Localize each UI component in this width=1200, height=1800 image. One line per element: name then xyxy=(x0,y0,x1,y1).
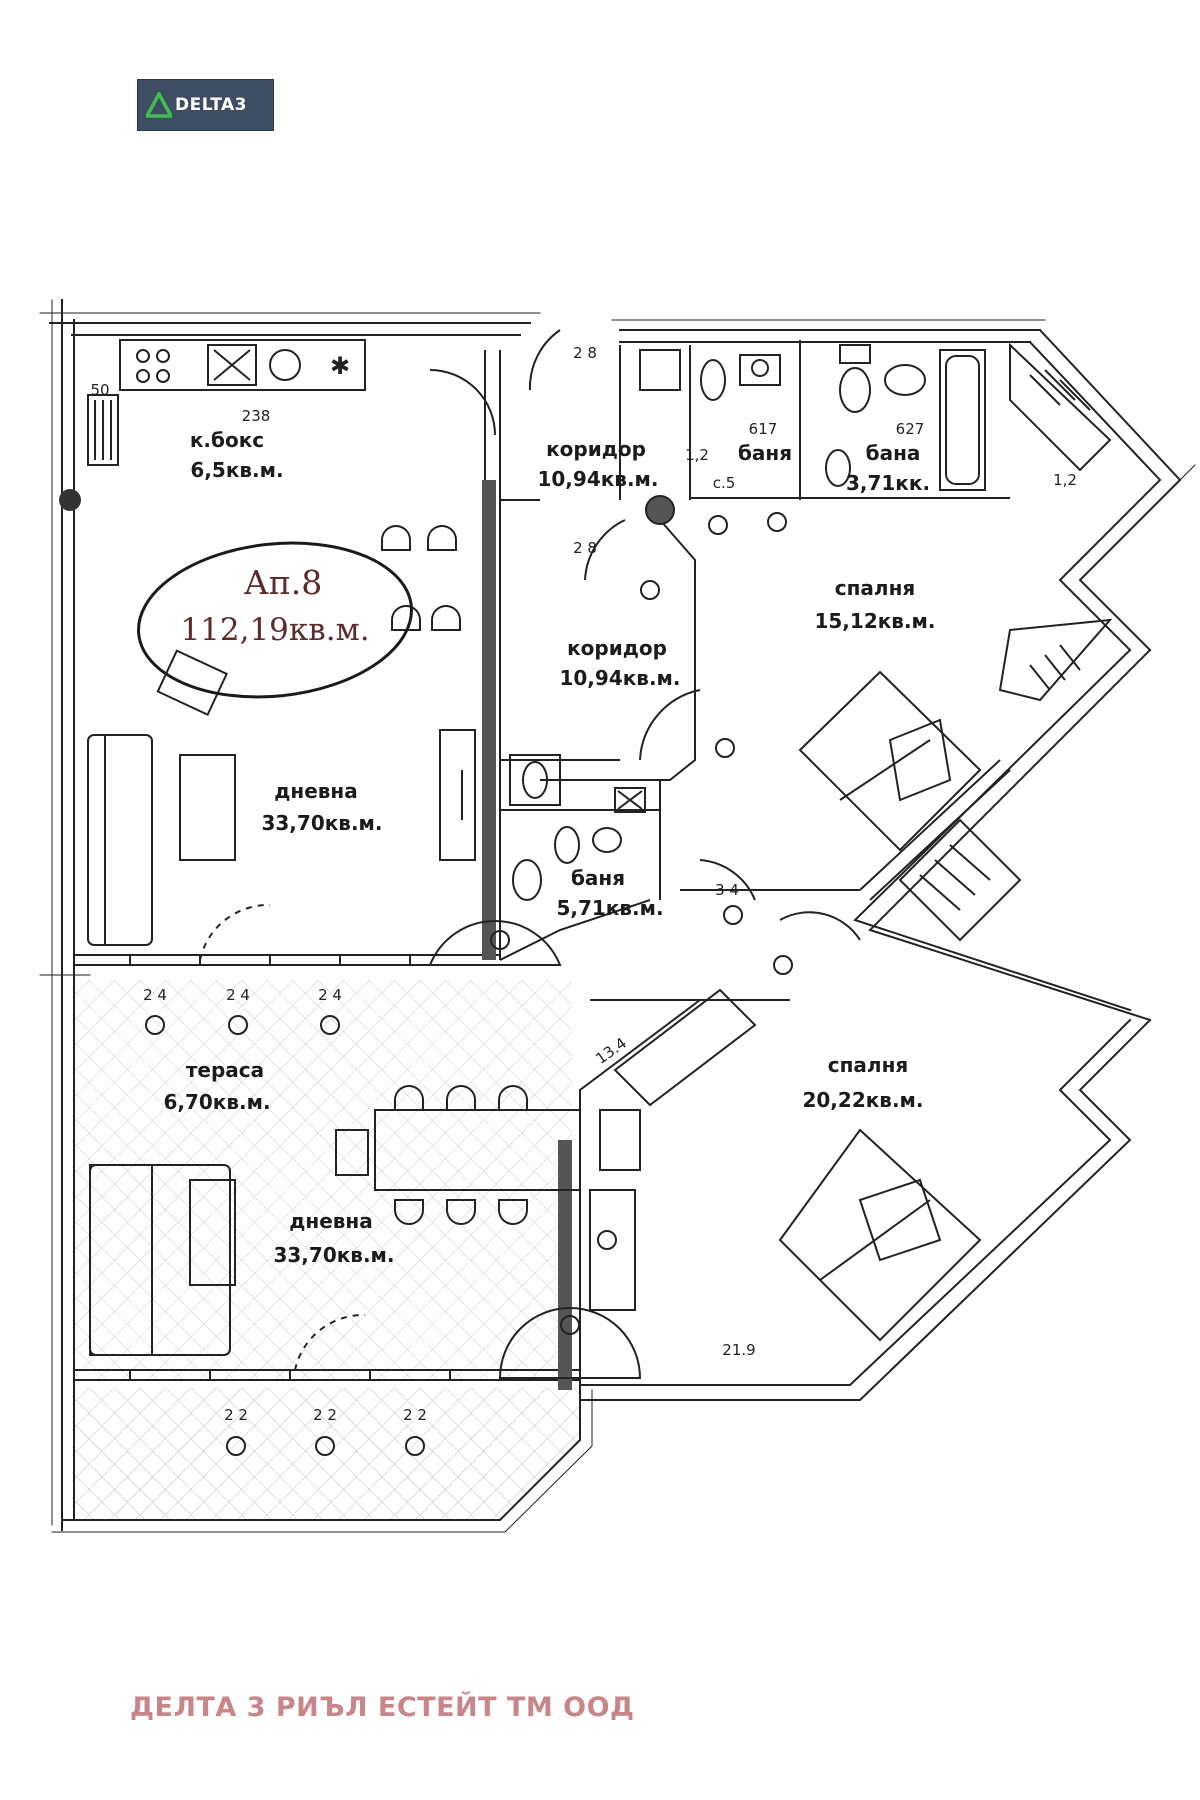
apartment-title: Ап.8 xyxy=(244,563,322,602)
bath-right-area: 3,71кк. xyxy=(846,471,930,495)
dim-28b: 2 8 xyxy=(573,539,597,557)
dim-34: 3 4 xyxy=(715,881,739,899)
bed-top xyxy=(798,670,982,852)
living-top-name: дневна xyxy=(274,779,358,803)
corridor-mid-name: коридор xyxy=(567,636,667,660)
corridor-mid-area: 10,94кв.м. xyxy=(559,666,680,690)
doors xyxy=(199,329,861,1379)
dim-c5: c.5 xyxy=(713,474,736,492)
dim-24b: 2 4 xyxy=(226,986,250,1004)
dim-50: 50 xyxy=(90,381,109,399)
corridor-top-area: 10,94кв.м. xyxy=(537,467,658,491)
apartment-area: 112,19кв.м. xyxy=(180,612,369,648)
bar-stools xyxy=(381,525,461,631)
dim-12b: 1,2 xyxy=(1053,471,1077,489)
corridor-top-name: коридор xyxy=(546,437,646,461)
room-labels: к.бокс 6,5кв.м. коридор 10,94кв.м. баня … xyxy=(163,428,935,1267)
ceiling-lights xyxy=(145,512,793,1456)
bath-mid-name: баня xyxy=(571,866,625,890)
dim-22b: 2 2 xyxy=(313,1406,337,1424)
living-bottom-area: 33,70кв.м. xyxy=(273,1243,394,1267)
column-left xyxy=(59,489,81,511)
dim-22a: 2 2 xyxy=(224,1406,248,1424)
terrace-area-label: 6,70кв.м. xyxy=(163,1090,270,1114)
dim-24c: 2 4 xyxy=(318,986,342,1004)
bath-mid-area: 5,71кв.м. xyxy=(556,896,663,920)
wardrobes xyxy=(898,342,1113,942)
dim-28a: 2 8 xyxy=(573,344,597,362)
dimension-labels: 50 238 617 627 1,2 1,2 c.5 2 8 2 8 3 4 1… xyxy=(90,344,1076,1424)
bedroom-bottom-name: спалня xyxy=(828,1053,908,1077)
bath-fixtures xyxy=(509,344,986,901)
dim-627: 627 xyxy=(896,420,925,438)
bath-right-name: бана xyxy=(866,441,921,465)
company-logo: DELTA3 xyxy=(138,80,273,130)
living-bottom-name: дневна xyxy=(289,1209,373,1233)
kitchen-name: к.бокс xyxy=(190,428,264,452)
logo-text: DELTA3 xyxy=(175,95,248,115)
kitchen-area: 6,5кв.м. xyxy=(190,458,283,482)
bedroom-bottom-area: 20,22кв.м. xyxy=(802,1088,923,1112)
interior-walls xyxy=(482,340,1011,1390)
dim-12a: 1,2 xyxy=(685,446,709,464)
window-marks xyxy=(129,955,451,1380)
living-top-area: 33,70кв.м. xyxy=(261,811,382,835)
dim-617: 617 xyxy=(749,420,778,438)
bedroom-top-name: спалня xyxy=(835,576,915,600)
bedroom-top-area: 15,12кв.м. xyxy=(814,609,935,633)
terrace-name: тераса xyxy=(186,1058,264,1082)
dim-219: 21.9 xyxy=(722,1341,755,1359)
apartment-ellipse xyxy=(137,541,413,699)
company-name-footer: ДЕЛТА 3 РИЪЛ ЕСТЕЙТ ТМ ООД xyxy=(130,1692,635,1723)
dim-24a: 2 4 xyxy=(143,986,167,1004)
delta-triangle-icon xyxy=(146,92,172,118)
dim-22c: 2 2 xyxy=(403,1406,427,1424)
bed-bottom xyxy=(778,1128,982,1342)
dining-set xyxy=(335,1085,581,1225)
column-center xyxy=(645,495,675,525)
dim-238: 238 xyxy=(242,407,271,425)
kitchen-counter: ✱ xyxy=(87,339,366,466)
sofa-lower xyxy=(89,988,757,1356)
bath-small-name: баня xyxy=(738,441,792,465)
svg-text:✱: ✱ xyxy=(330,352,350,380)
